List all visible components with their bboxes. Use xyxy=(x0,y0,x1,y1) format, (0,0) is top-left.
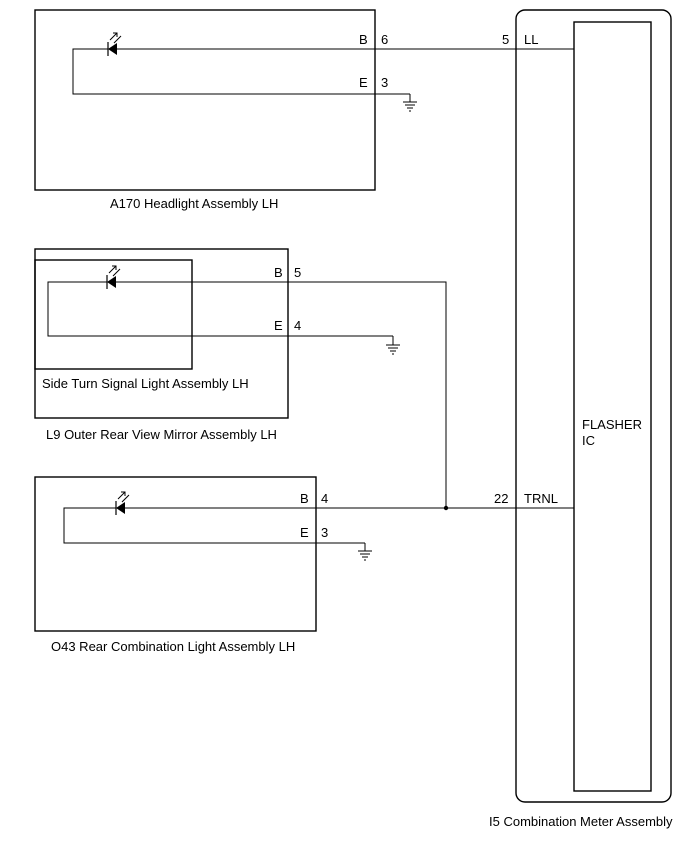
mirror-pin-e-letter: E xyxy=(274,318,283,333)
mirror-assembly-box xyxy=(34,248,289,419)
combination-meter-assembly: FLASHER IC 5 LL 22 TRNL I5 Combination M… xyxy=(489,9,673,829)
headlight-pin-b-letter: B xyxy=(359,32,368,47)
mirror-pin-b-letter: B xyxy=(274,265,283,280)
flasher-ic-label-line1: FLASHER xyxy=(582,417,642,432)
mirror-pin-b-number: 5 xyxy=(294,265,301,280)
rear-combination-pin-b-letter: B xyxy=(300,491,309,506)
headlight-internal-wire xyxy=(72,48,375,95)
flasher-ic-label-line2: IC xyxy=(582,433,595,448)
headlight-pin-e-letter: E xyxy=(359,75,368,90)
rear-combination-bulb-icon xyxy=(115,491,130,515)
mirror-ground-icon xyxy=(386,336,400,355)
mirror-to-junction-wire xyxy=(288,281,447,508)
rear-combination-ground-icon xyxy=(358,543,372,561)
meter-pin-trnl-number: 22 xyxy=(494,491,508,506)
rear-combination-internal-wire xyxy=(63,507,316,544)
rear-combination-box xyxy=(34,476,317,632)
headlight-pin-b-number: 6 xyxy=(381,32,388,47)
rear-combination-pin-b-number: 4 xyxy=(321,491,328,506)
mirror-assembly-label: L9 Outer Rear View Mirror Assembly LH xyxy=(46,427,277,442)
side-turn-signal-label: Side Turn Signal Light Assembly LH xyxy=(42,376,249,391)
headlight-ground-icon xyxy=(403,94,417,112)
rear-combination-pin-e-number: 3 xyxy=(321,525,328,540)
meter-pin-ll-number: 5 xyxy=(502,32,509,47)
mirror-assembly: B 5 E 4 Side Turn Signal Light Assembly … xyxy=(34,248,447,508)
headlight-assembly-box xyxy=(34,9,376,191)
mirror-pin-e-number: 4 xyxy=(294,318,301,333)
splice-junction-dot xyxy=(443,505,449,511)
rear-combination-assembly-label: O43 Rear Combination Light Assembly LH xyxy=(51,639,295,654)
side-turn-signal-box xyxy=(34,259,193,370)
headlight-assembly: B 6 E 3 A170 Headlight Assembly LH xyxy=(34,9,417,211)
meter-pin-trnl-name: TRNL xyxy=(524,491,558,506)
rear-combination-assembly: B 4 E 3 O43 Rear Combination Light Assem… xyxy=(34,476,372,654)
flasher-ic-box xyxy=(573,21,652,792)
headlight-pin-e-number: 3 xyxy=(381,75,388,90)
side-turn-bulb-icon xyxy=(106,265,121,289)
mirror-internal-wire xyxy=(47,281,288,337)
combination-meter-box xyxy=(515,9,672,803)
headlight-assembly-label: A170 Headlight Assembly LH xyxy=(110,196,278,211)
combination-meter-label: I5 Combination Meter Assembly xyxy=(489,814,673,829)
rear-combination-pin-e-letter: E xyxy=(300,525,309,540)
headlight-bulb-icon xyxy=(107,32,122,56)
meter-pin-ll-name: LL xyxy=(524,32,538,47)
